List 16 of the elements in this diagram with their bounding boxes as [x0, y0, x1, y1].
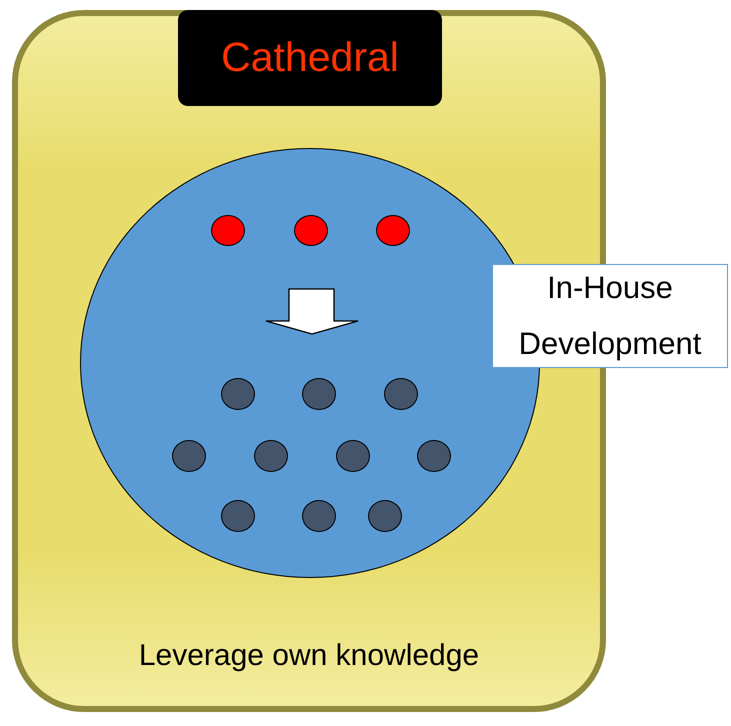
dot: [211, 215, 245, 246]
dot: [376, 215, 410, 246]
dot: [221, 500, 255, 532]
label-box: In-House Development: [492, 264, 728, 368]
dot: [384, 378, 418, 410]
dot: [221, 378, 255, 410]
dot: [336, 440, 370, 472]
dot: [172, 440, 206, 472]
dot: [294, 215, 328, 246]
dot: [417, 440, 451, 472]
panel-caption: Leverage own knowledge: [138, 638, 480, 674]
dot: [254, 440, 288, 472]
dot: [302, 378, 336, 410]
dot: [368, 500, 402, 532]
dot: [302, 500, 336, 532]
title-box: Cathedral: [178, 10, 442, 106]
